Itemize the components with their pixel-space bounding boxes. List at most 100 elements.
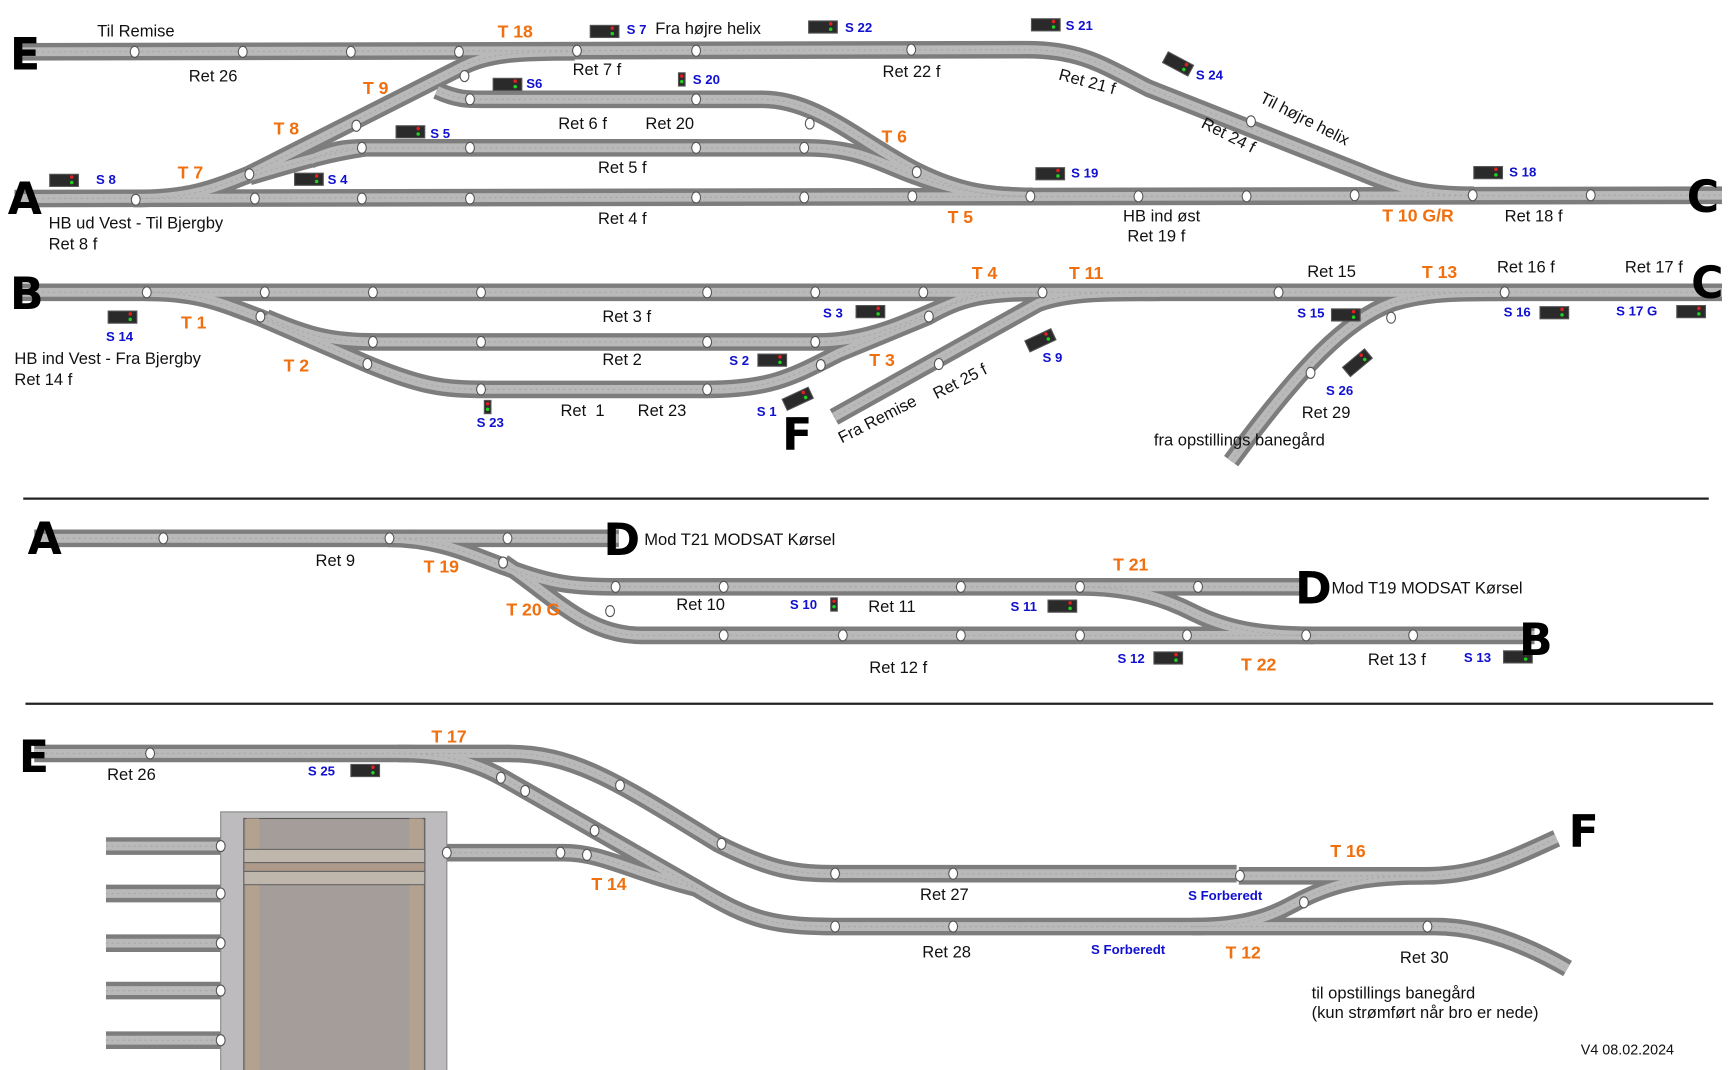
signal-lamp [832,604,836,609]
section-marker [129,45,140,58]
route-label: Ret 26 [189,67,238,86]
version-label: V4 08.02.2024 [1581,1043,1674,1059]
section-marker [589,824,600,837]
section-marker [498,556,509,569]
signal-lamp [1184,62,1189,67]
signal-icon[interactable] [395,125,426,139]
signal-icon[interactable] [350,763,381,778]
signal-label: S 20 [693,72,720,87]
turnout-label[interactable]: T 16 [1330,841,1365,861]
signal-icon[interactable] [830,597,838,612]
signal-icon[interactable] [1030,18,1061,32]
signal-icon[interactable] [677,72,686,87]
signal-lamp [485,407,490,412]
turnout-label[interactable]: T 14 [591,874,626,894]
route-label: HB ud Vest - Til Bjergby [49,213,224,232]
section-marker [1349,189,1360,202]
section-marker [615,779,625,792]
signal-icon[interactable] [49,173,79,187]
turnout-label[interactable]: T 12 [1226,943,1261,963]
signal-icon[interactable] [1503,650,1533,664]
section-marker [465,93,475,106]
signal-icon[interactable] [589,24,620,39]
section-marker [476,286,486,299]
turnout-label[interactable]: T 19 [424,557,459,577]
signal-icon[interactable] [107,310,138,324]
signal-body [492,77,523,92]
turnout-label[interactable]: T 7 [178,163,204,183]
signal-icon[interactable] [757,353,788,367]
section-marker [502,532,513,545]
signal-icon[interactable] [781,386,815,412]
turnout-label[interactable]: T 2 [284,356,310,376]
turnout-label[interactable]: T 5 [948,207,974,227]
signal-lamp [680,79,684,84]
turnout-label[interactable]: T 9 [363,78,389,98]
section-marker [459,70,470,83]
signal-icon[interactable] [483,399,492,415]
signal-icon[interactable] [1341,348,1374,378]
section-marker [495,771,506,784]
route-label: Ret 12 f [869,658,927,677]
signal-icon[interactable] [1047,599,1078,613]
signal-body [294,172,324,186]
signals [49,18,1707,778]
section-marker [441,846,452,859]
signal-icon[interactable] [1539,306,1570,320]
signal-lamp [1056,174,1060,178]
signal-label: S Forberedt [1091,942,1166,957]
signal-lamp [1068,606,1072,611]
section-marker [215,1034,226,1047]
turnout-label[interactable]: T 18 [498,22,533,42]
section-marker [691,93,702,106]
signal-icon[interactable] [294,172,324,186]
track-centerline [1192,875,1425,928]
signal-lamp [1494,167,1498,172]
route-label: HB ind Vest - Fra Bjergby [14,349,201,368]
signal-lamp [513,79,517,83]
turnout-label[interactable]: T 3 [869,350,895,370]
turnout-label[interactable]: T 22 [1241,655,1276,675]
section-marker [955,580,966,593]
bridge[interactable] [220,811,448,1070]
track-centerline [1230,291,1507,462]
signal-lamp [128,312,133,316]
signal-icon[interactable] [1153,651,1184,665]
signal-icon[interactable] [1473,166,1504,180]
turnout-label[interactable]: T 4 [972,263,998,283]
turnout-label[interactable]: T 13 [1422,262,1457,282]
signal-label: S 22 [845,20,872,35]
signal-icon[interactable] [1035,167,1066,181]
turnout-label[interactable]: T 10 G/R [1382,206,1454,226]
signal-lamp [876,312,880,316]
signal-label: S 5 [430,126,450,141]
section-marker [345,45,356,58]
signal-icon[interactable] [1330,308,1361,322]
section-marker [130,193,141,206]
route-label: til opstillings banegård [1312,983,1476,1002]
turnout-label[interactable]: T 1 [181,313,207,333]
route-label: Ret 18 f [1505,207,1563,226]
section-marker [906,43,917,56]
turnout-label[interactable]: T 21 [1113,554,1148,574]
signal-icon[interactable] [855,305,886,319]
signal-label: S 15 [1297,306,1324,321]
signal-icon[interactable] [808,20,838,34]
signal-lamp [1051,25,1056,29]
turnout-label[interactable]: T 20 G [506,600,560,620]
section-marker [1133,190,1144,203]
section-marker [1246,115,1256,128]
signal-icon[interactable] [1024,328,1057,353]
signal-lamp [1697,312,1701,316]
turnout-label[interactable]: T 8 [274,119,300,139]
turnout-label[interactable]: T 17 [431,726,466,746]
turnout-label[interactable]: T 6 [881,126,907,146]
track-bed [442,848,698,893]
signal-lamp [1056,168,1060,173]
signal-icon[interactable] [1161,51,1195,77]
track-centerline [133,51,575,200]
section-marker [1025,190,1036,203]
turnout-label[interactable]: T 11 [1069,263,1103,283]
signal-icon[interactable] [492,77,523,92]
signal-icon[interactable] [1676,305,1707,319]
